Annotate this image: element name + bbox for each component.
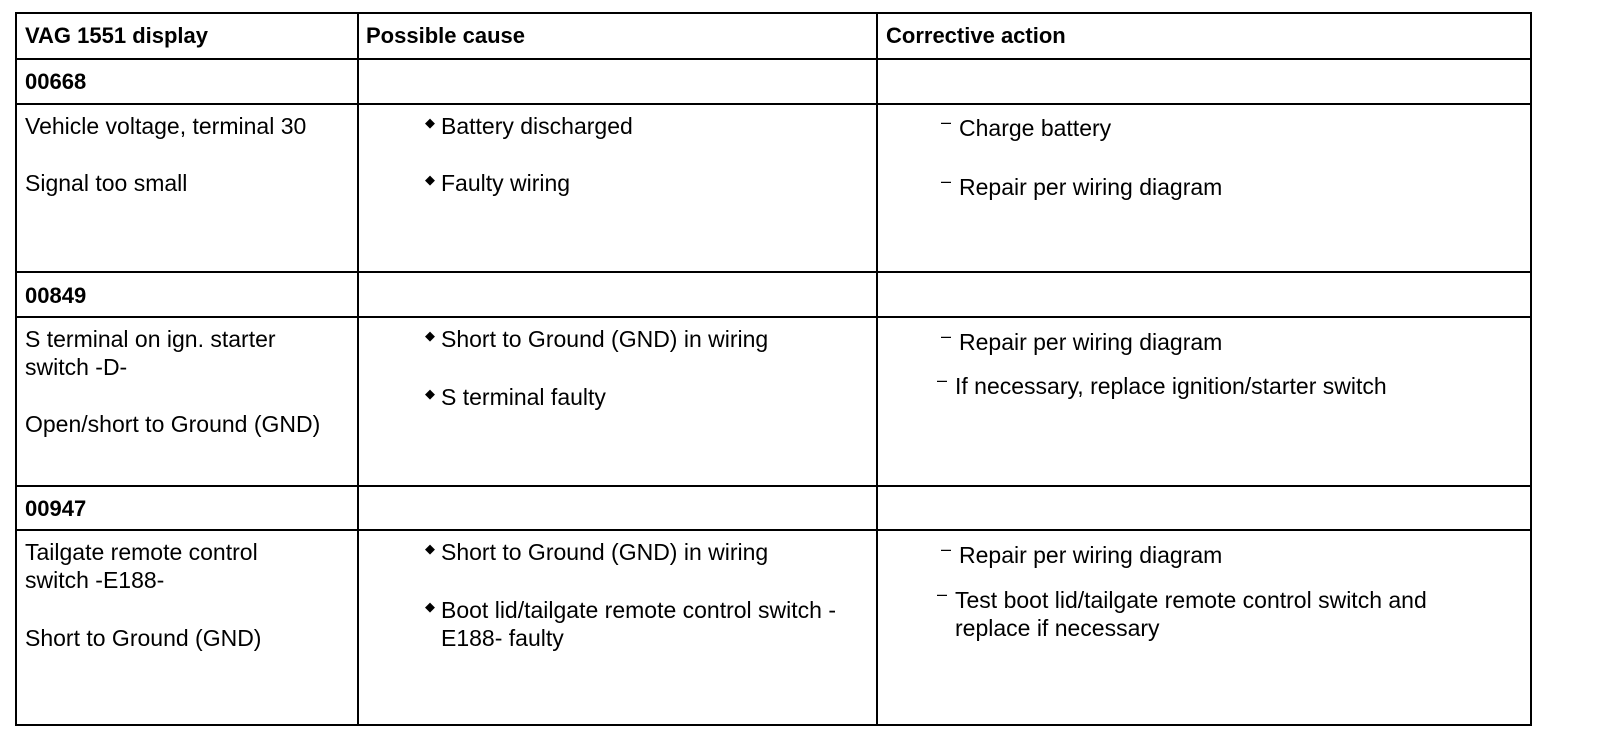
cause-item: ◆ Short to Ground (GND) in wiring xyxy=(425,325,769,354)
action-text: Repair per wiring diagram xyxy=(959,542,1223,568)
cause-item: ◆ Battery discharged xyxy=(425,112,633,141)
action-item: – Repair per wiring diagram xyxy=(941,171,1223,202)
column-divider xyxy=(876,14,878,724)
header-action: Corrective action xyxy=(886,23,1066,48)
cause-item: ◆ S terminal faulty xyxy=(425,383,606,412)
bullet-icon: ◆ xyxy=(425,541,435,556)
display-text: Signal too small xyxy=(25,170,188,196)
header-cause: Possible cause xyxy=(366,23,525,48)
dash-icon: – xyxy=(937,584,948,604)
row-divider xyxy=(17,316,1530,318)
fault-code: 00849 xyxy=(25,283,87,308)
fault-code-table: VAG 1551 display Possible cause Correcti… xyxy=(15,12,1532,726)
action-item: – Charge battery xyxy=(941,112,1112,143)
cause-text: Boot lid/tailgate remote control switch … xyxy=(441,597,837,623)
row-divider xyxy=(17,485,1530,487)
row-divider xyxy=(17,529,1530,531)
dash-icon: – xyxy=(941,112,952,132)
display-text: Open/short to Ground (GND) xyxy=(25,411,321,437)
action-item: – Test boot lid/tailgate remote control … xyxy=(937,584,1427,615)
cause-text: S terminal faulty xyxy=(441,384,606,410)
action-item: – If necessary, replace ignition/starter… xyxy=(937,370,1387,401)
header-display: VAG 1551 display xyxy=(25,23,209,48)
display-text: Vehicle voltage, terminal 30 xyxy=(25,113,307,139)
cause-item: ◆ Boot lid/tailgate remote control switc… xyxy=(425,596,837,625)
row-divider xyxy=(17,271,1530,273)
display-text: Tailgate remote control xyxy=(25,539,258,565)
bullet-icon: ◆ xyxy=(425,172,435,187)
fault-code: 00947 xyxy=(25,496,87,521)
bullet-icon: ◆ xyxy=(425,115,435,130)
dash-icon: – xyxy=(941,539,952,559)
action-item: – Repair per wiring diagram xyxy=(941,326,1223,357)
dash-icon: – xyxy=(941,326,952,346)
dash-icon: – xyxy=(937,370,948,390)
column-divider xyxy=(357,14,359,724)
cause-item: ◆ Short to Ground (GND) in wiring xyxy=(425,538,769,567)
fault-code: 00668 xyxy=(25,69,87,94)
bullet-icon: ◆ xyxy=(425,328,435,343)
action-text-continued: replace if necessary xyxy=(955,615,1160,641)
action-text: Charge battery xyxy=(959,115,1112,141)
action-text: If necessary, replace ignition/starter s… xyxy=(955,373,1387,399)
bullet-icon: ◆ xyxy=(425,599,435,614)
cause-text: Short to Ground (GND) in wiring xyxy=(441,326,769,352)
bullet-icon: ◆ xyxy=(425,386,435,401)
action-text: Test boot lid/tailgate remote control sw… xyxy=(955,587,1427,613)
action-text: Repair per wiring diagram xyxy=(959,174,1223,200)
display-text: switch -E188- xyxy=(25,567,165,593)
display-text: switch -D- xyxy=(25,354,128,380)
action-item: – Repair per wiring diagram xyxy=(941,539,1223,570)
cause-text: Battery discharged xyxy=(441,113,633,139)
cause-text: Short to Ground (GND) in wiring xyxy=(441,539,769,565)
row-divider xyxy=(17,103,1530,105)
cause-text-continued: E188- faulty xyxy=(441,625,564,651)
cause-item: ◆ Faulty wiring xyxy=(425,169,571,198)
display-text: S terminal on ign. starter xyxy=(25,326,276,352)
row-divider xyxy=(17,58,1530,60)
dash-icon: – xyxy=(941,171,952,191)
display-text: Short to Ground (GND) xyxy=(25,625,262,651)
cause-text: Faulty wiring xyxy=(441,170,571,196)
action-text: Repair per wiring diagram xyxy=(959,329,1223,355)
